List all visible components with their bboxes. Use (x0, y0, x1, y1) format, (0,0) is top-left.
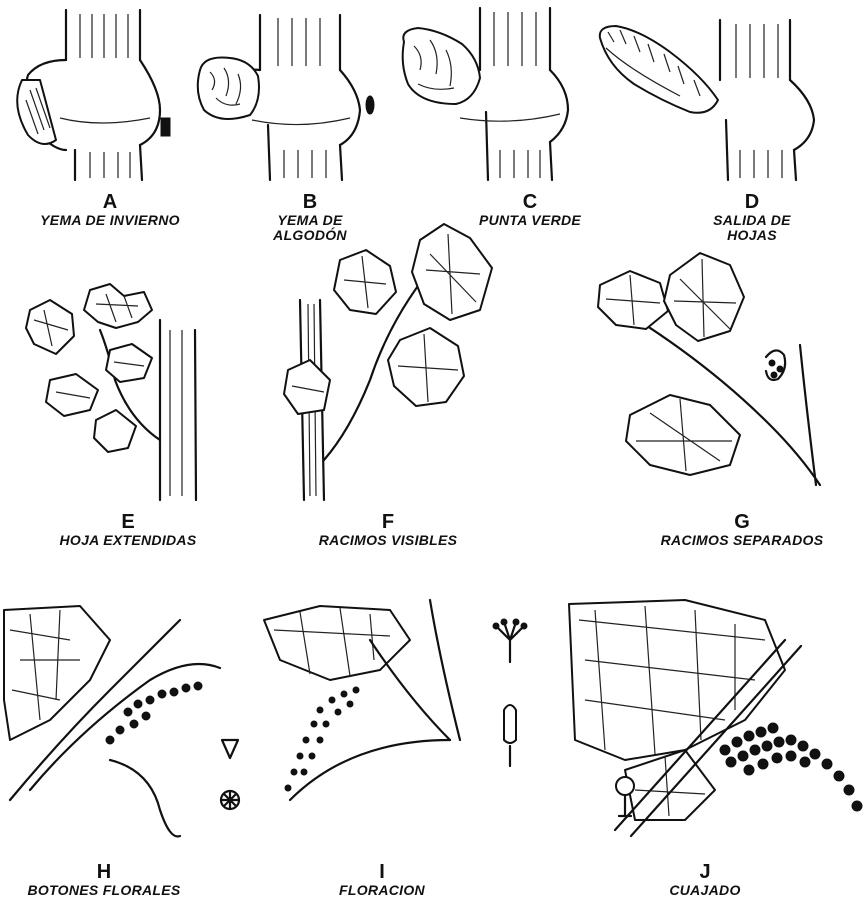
stage-caption-e: HOJA EXTENDIDAS (18, 533, 238, 548)
stage-letter-d: D (642, 192, 862, 213)
stage-caption-d-line2: HOJAS (642, 228, 862, 243)
label-j: J CUAJADO (595, 862, 815, 898)
stage-letter-f: F (278, 512, 498, 533)
label-h: H BOTONES FLORALES (0, 862, 214, 898)
illustration-j-fruit-set (565, 600, 865, 850)
label-g: G RACIMOS SEPARADOS (632, 512, 852, 548)
illustration-g-separated-clusters (590, 245, 860, 505)
illustration-c-green-tip (390, 0, 590, 180)
stage-caption-i: FLORACION (272, 883, 492, 898)
illustration-f-visible-clusters (280, 210, 530, 510)
illustration-h-flower-buds (0, 600, 260, 850)
stage-caption-h: BOTONES FLORALES (0, 883, 214, 898)
illustration-b-cotton-bud (190, 0, 390, 180)
stage-letter-a: A (0, 192, 220, 213)
stage-caption-a: YEMA DE INVIERNO (0, 213, 220, 228)
stage-letter-h: H (0, 862, 214, 883)
label-i: I FLORACION (272, 862, 492, 898)
illustration-e-leaves-spread (20, 270, 220, 510)
stage-caption-j: CUAJADO (595, 883, 815, 898)
label-e: E HOJA EXTENDIDAS (18, 512, 238, 548)
label-f: F RACIMOS VISIBLES (278, 512, 498, 548)
illustration-a-winter-bud (0, 0, 200, 180)
stage-letter-e: E (18, 512, 238, 533)
stage-caption-d-line1: SALIDA DE (642, 213, 862, 228)
illustration-i-flowering (260, 600, 550, 850)
stage-letter-i: I (272, 862, 492, 883)
stage-caption-g: RACIMOS SEPARADOS (632, 533, 852, 548)
label-d: D SALIDA DE HOJAS (642, 192, 862, 242)
stage-caption-f: RACIMOS VISIBLES (278, 533, 498, 548)
stage-letter-j: J (595, 862, 815, 883)
stage-letter-g: G (632, 512, 852, 533)
label-a: A YEMA DE INVIERNO (0, 192, 220, 228)
illustration-d-leaf-emergence (590, 0, 860, 180)
